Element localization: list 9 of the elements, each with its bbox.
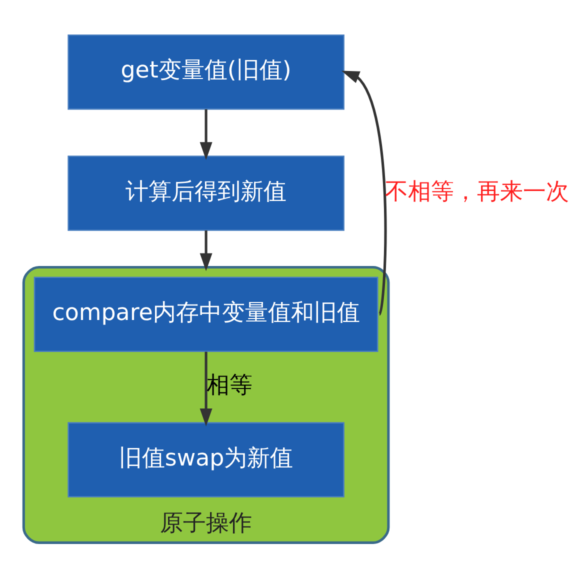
edge-label: 不相等，再来一次 [385, 178, 570, 204]
node-box: get变量值(旧值) [68, 34, 344, 110]
arrow [200, 108, 212, 160]
arrow [341, 70, 387, 314]
node-box: 计算后得到新值 [68, 155, 344, 230]
node-box: 旧值swap为新值 [68, 422, 344, 497]
node-box: compare内存中变量值和旧值 [34, 276, 378, 352]
arrow [200, 351, 212, 426]
arrow [200, 230, 212, 271]
